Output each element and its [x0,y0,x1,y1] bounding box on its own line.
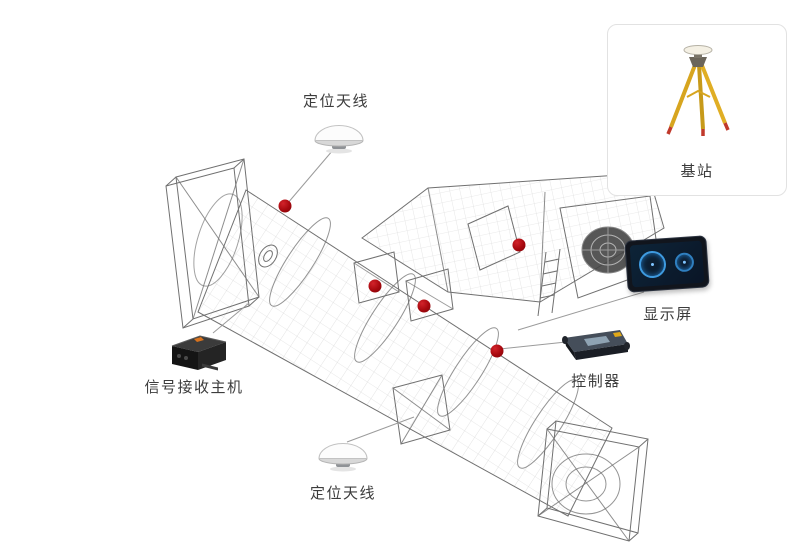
tripod-base-station-icon [666,45,730,136]
leader-antenna-top [286,149,334,205]
gnss-antenna-icon [318,443,368,472]
position-marker [368,279,382,293]
controller-label: 控制器 [571,373,621,390]
gnss-antenna-icon [314,125,364,154]
position-marker [490,344,504,358]
antenna-top-label: 定位天线 [303,93,370,110]
leader-display [517,291,645,331]
gauge-icon [638,250,667,279]
base-station-card: 基站 [607,24,787,196]
receiver-label: 信号接收主机 [144,379,244,396]
leader-antenna-bottom [346,416,415,443]
receiver-device-icon [171,335,227,371]
position-marker [512,238,526,252]
leader-controller [499,341,567,350]
controller-device-icon [562,330,630,360]
display-device-icon [624,235,710,293]
display-screen [629,240,705,288]
position-marker [278,199,292,213]
position-marker [417,299,431,313]
display-label: 显示屏 [643,306,693,323]
base-station-label: 基站 [680,163,714,180]
leader-receiver [212,302,250,334]
antenna-bottom-label: 定位天线 [310,485,377,502]
gauge-icon [674,252,695,273]
